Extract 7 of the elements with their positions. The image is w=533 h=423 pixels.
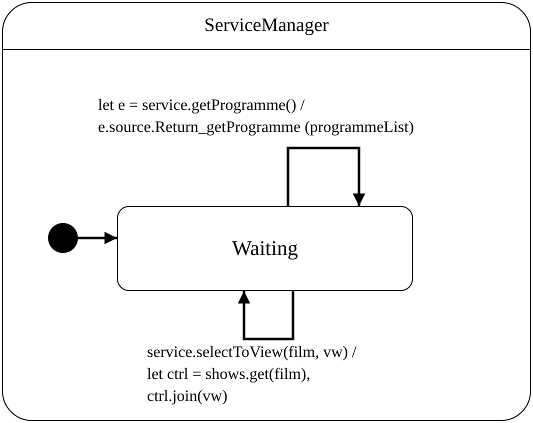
state-name: Waiting (232, 236, 298, 261)
transition-arrow (286, 146, 366, 206)
transition-arrow (238, 291, 294, 340)
state-title: ServiceManager (204, 15, 329, 37)
state-box (117, 206, 413, 291)
transition-arrow (78, 232, 117, 244)
initial-state-dot (48, 223, 78, 253)
